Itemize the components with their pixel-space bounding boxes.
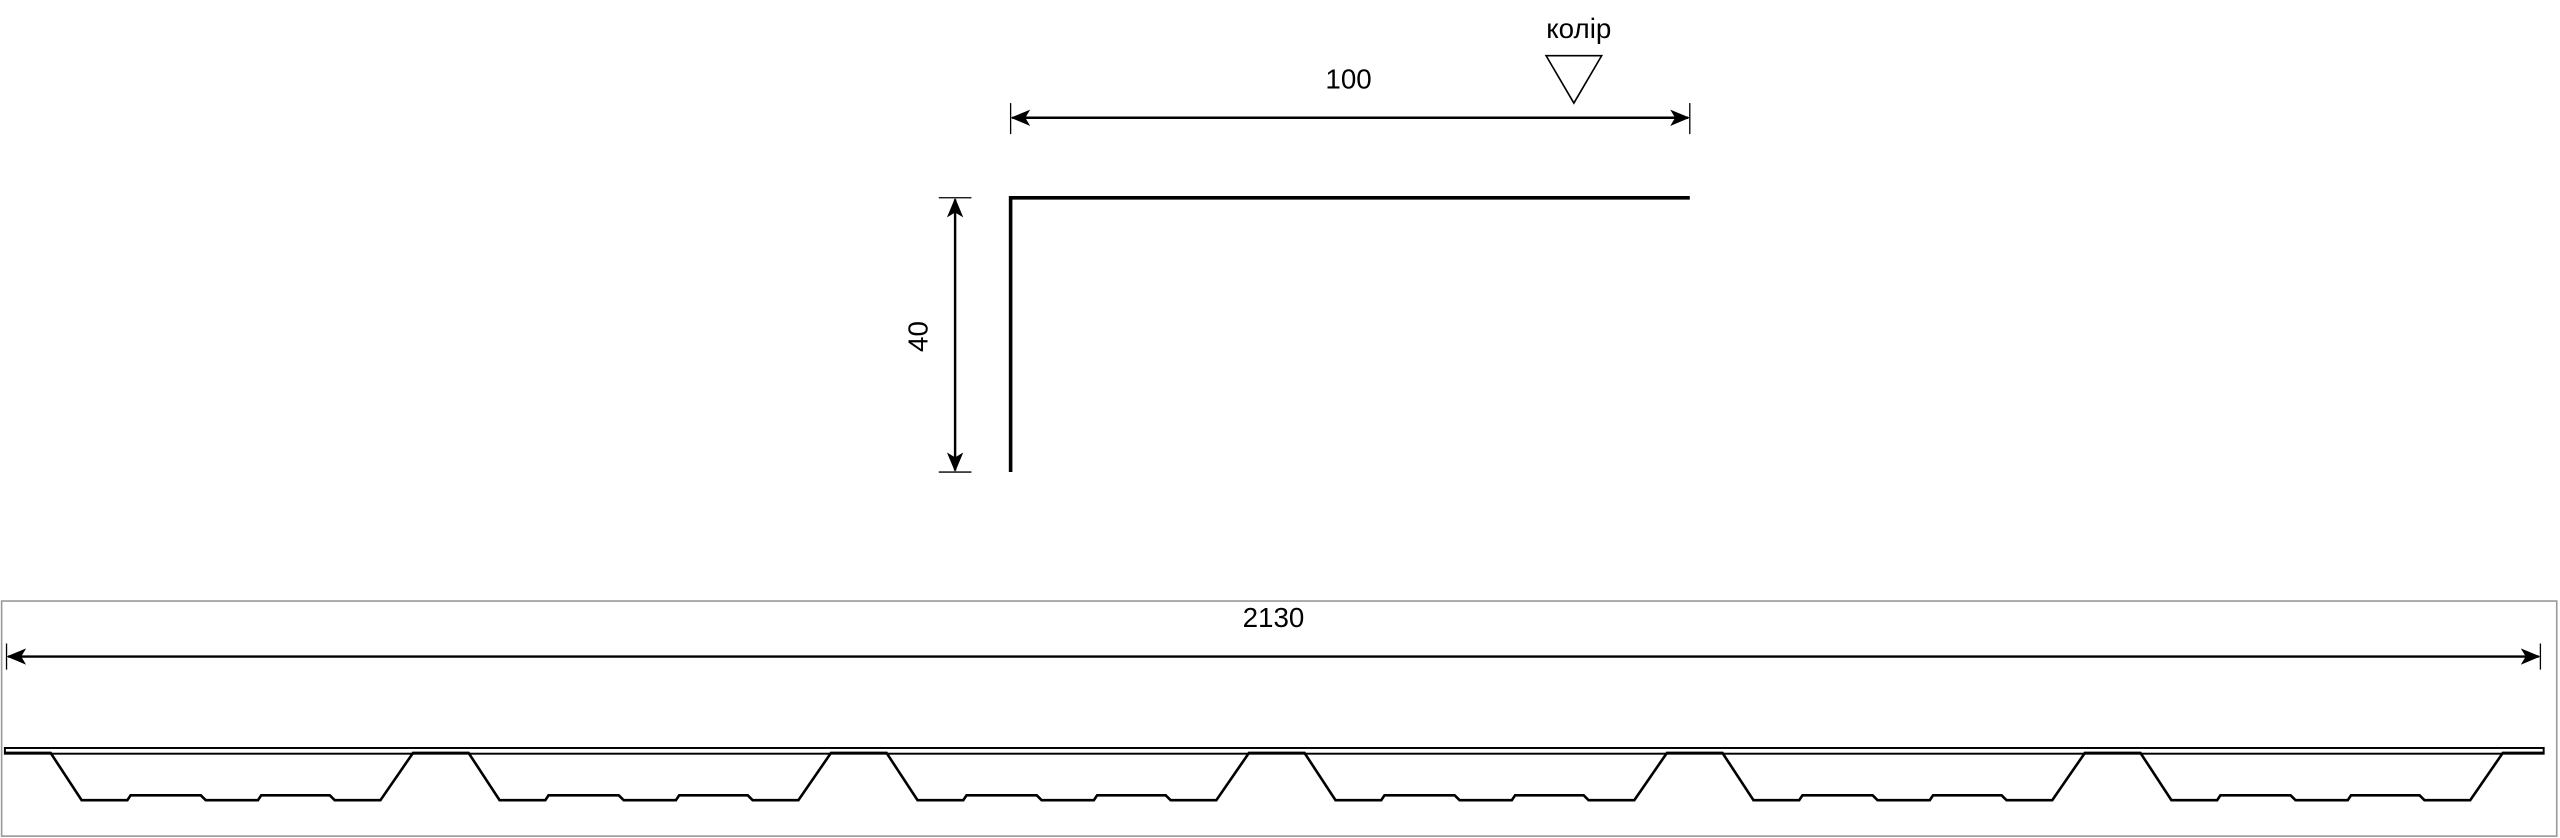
flashing-profile [1008,195,1690,473]
color-side-triangle-icon [1544,54,1604,105]
length-dimension-label: 2130 [1243,602,1305,633]
color-side-label: колір [1546,13,1611,44]
sheet-drawing: 2130 [0,600,2558,837]
width-dimension-label: 100 [1325,63,1371,94]
corrugated-profile [4,751,2544,802]
flashing-drawing: 100 колір 40 [902,13,1691,473]
sheet-frame [0,600,2558,837]
height-dimension-label: 40 [902,321,933,352]
